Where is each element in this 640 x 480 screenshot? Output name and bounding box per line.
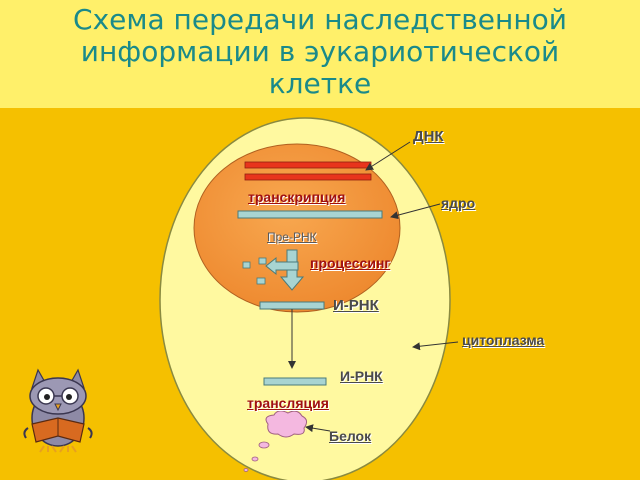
nucleus <box>193 143 401 313</box>
mrna-cytoplasm-bar <box>263 377 327 386</box>
translation-label: трансляция <box>247 395 329 411</box>
intron-fragment <box>258 257 267 265</box>
title-line-1: Схема передачи наследственной <box>73 3 567 36</box>
dna-strand-bottom <box>244 173 372 181</box>
slide-title: Схема передачи наследственной информации… <box>0 4 640 100</box>
mrna-cytoplasm-label: И-РНК <box>340 368 383 384</box>
title-line-2: информации в эукариотической <box>80 35 560 68</box>
intron-fragment <box>242 261 251 269</box>
protein-bubble <box>258 441 270 449</box>
protein-pointer <box>305 424 331 433</box>
title-band <box>0 0 640 108</box>
protein-cloud <box>265 410 308 438</box>
intron-fragment <box>256 277 266 285</box>
processing-label: процессинг <box>310 255 391 271</box>
mrna-nucleus-label: И-РНК <box>333 297 379 314</box>
dna-label: ДНК <box>413 128 444 145</box>
dna-strand-top <box>244 161 372 169</box>
pre-rna-bar <box>237 210 383 219</box>
mrna-nucleus-bar <box>259 301 325 310</box>
intron-removal-arrow <box>265 256 299 276</box>
protein-bubble <box>243 468 249 472</box>
owl-reading-book-icon <box>23 368 93 453</box>
protein-label: Белок <box>329 428 372 444</box>
transcription-label: транскрипция <box>248 189 346 205</box>
pre-rna-label: Пре-РНК <box>267 230 317 244</box>
cytoplasm-pointer <box>412 341 459 351</box>
title-line-3: клетке <box>268 67 372 100</box>
protein-bubble <box>251 456 259 462</box>
cytoplasm-label: цитоплазма <box>462 332 545 348</box>
dna-pointer <box>365 141 411 171</box>
nucleus-label: ядро <box>441 195 476 211</box>
nucleus-pointer <box>390 203 441 220</box>
